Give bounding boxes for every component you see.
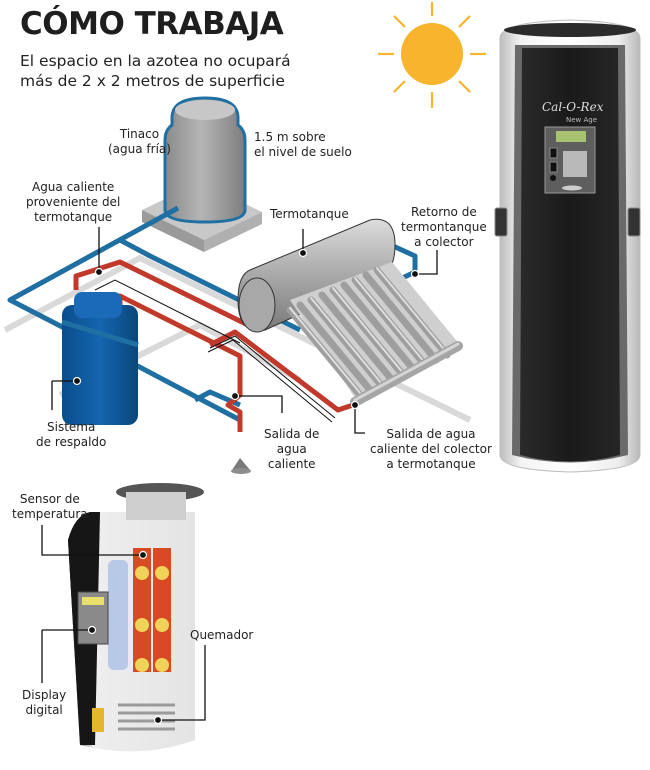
label-salida-colector: Salida de agua caliente del colector a t…	[370, 427, 492, 471]
sun-icon	[378, 2, 486, 108]
heater-callout-dots	[87, 550, 163, 725]
callout-dots	[72, 248, 420, 410]
label-salida-agua-caliente: Salida de agua caliente	[264, 427, 320, 471]
termotanque-cylinder	[237, 218, 396, 333]
water-heater-product	[494, 19, 641, 473]
label-termotanque: Termotanque	[270, 207, 349, 221]
label-retorno: Retorno de termontanque a colector	[401, 205, 487, 249]
page-title: CÓMO TRABAJA	[20, 6, 284, 42]
label-altura: 1.5 m sobre el nivel de suelo	[254, 130, 352, 159]
label-agua-caliente-termotanque: Agua caliente proveniente del termotanqu…	[26, 180, 121, 224]
label-quemador: Quemador	[190, 628, 254, 642]
label-sensor: Sensor de temperatura	[12, 492, 88, 521]
solar-collector	[286, 262, 463, 407]
cutaway-heater	[68, 483, 204, 752]
subtitle-line-1: El espacio en la azotea no ocupará	[20, 52, 291, 70]
label-tinaco: Tinaco (agua fría)	[108, 127, 171, 156]
backup-system-tank	[61, 292, 139, 425]
shower-head-icon	[231, 458, 251, 474]
duct-lines	[94, 279, 336, 423]
subtitle-line-2: más de 2 x 2 metros de superficie	[20, 72, 285, 90]
model-name: New Age	[566, 116, 598, 124]
label-sistema-respaldo: Sistema de respaldo	[36, 420, 107, 449]
heater-callout-lines	[41, 525, 206, 721]
brand-logo: Cal-O-Rex	[542, 100, 604, 114]
callout-lines	[51, 227, 438, 434]
tinaco-tank	[163, 96, 247, 224]
label-display: Display digital	[22, 688, 67, 717]
subtitle: El espacio en la azotea no ocupará más d…	[20, 51, 291, 91]
